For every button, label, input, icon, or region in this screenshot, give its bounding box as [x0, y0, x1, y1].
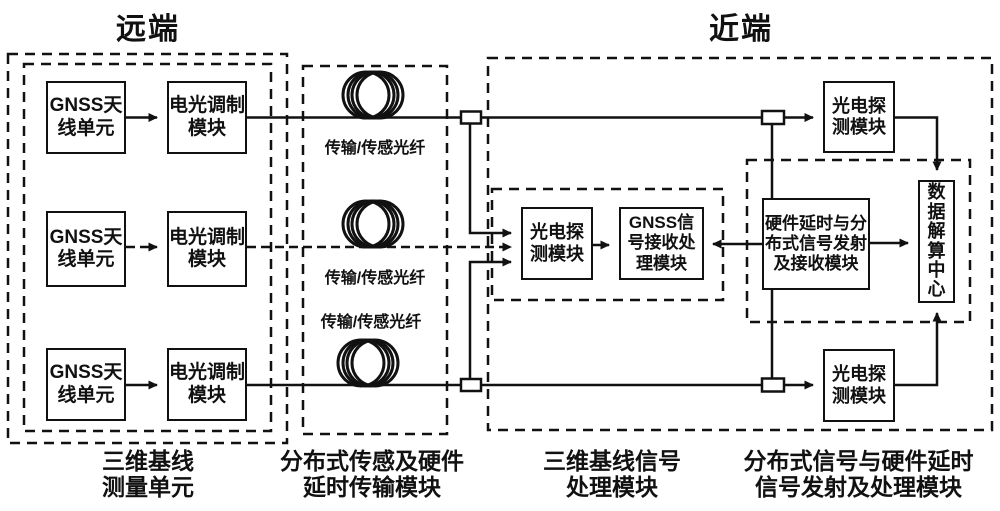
tap-connectors [459, 109, 786, 393]
eo-modulator-1: 电光调制 模块 [167, 81, 247, 154]
near-end-title: 近端 [709, 13, 773, 46]
remote-outer-dashed-frame [6, 52, 289, 445]
caption-fiber-transmission-module: 分布式传感及硬件 延时传输模块 [280, 448, 464, 501]
fiber-coil-1 [341, 70, 405, 120]
caption-baseline-measurement-unit: 三维基线 测量单元 [102, 448, 194, 501]
fiber-coil-2 [341, 199, 405, 249]
remote-end-title: 远端 [116, 13, 180, 46]
data-computation-center: 数 据 解 算 中 心 [918, 180, 955, 303]
caption-signal-processing-module: 三维基线信号 处理模块 [543, 448, 681, 501]
fiber-module-dashed-frame [301, 64, 449, 436]
fiber-label-2: 传输/传感光纤 [324, 270, 426, 287]
photodetector-module-bottom: 光电探 测模块 [823, 349, 895, 422]
eo-modulator-2: 电光调制 模块 [167, 211, 247, 287]
tap-branch-arrows [468, 124, 512, 378]
remote-inner-dashed-frame [22, 62, 273, 433]
near-end-links [593, 116, 942, 387]
near-end-dashed-frame [486, 56, 994, 432]
gnss-receiver-module: GNSS信 号接收处 理模块 [619, 207, 704, 280]
gnss-antenna-unit-1: GNSS天 线单元 [46, 81, 126, 154]
hw-delay-distributed-module: 硬件延时与分 布式信号发射 及接收模块 [762, 198, 870, 290]
fiber-label-1: 传输/传感光纤 [324, 140, 426, 157]
photodetector-module-top: 光电探 测模块 [823, 81, 895, 153]
fiber-label-3: 传输/传感光纤 [320, 314, 422, 331]
gnss-antenna-unit-3: GNSS天 线单元 [46, 348, 126, 421]
photodetector-module-mid: 光电探 测模块 [521, 207, 593, 280]
eo-modulator-3: 电光调制 模块 [167, 348, 247, 421]
gnss-antenna-unit-2: GNSS天 线单元 [46, 211, 126, 287]
caption-distributed-unit: 分布式信号与硬件延时 信号发射及处理模块 [743, 448, 974, 501]
distributed-unit-dashed-frame [745, 158, 972, 324]
fiber-coil-3 [336, 338, 400, 388]
